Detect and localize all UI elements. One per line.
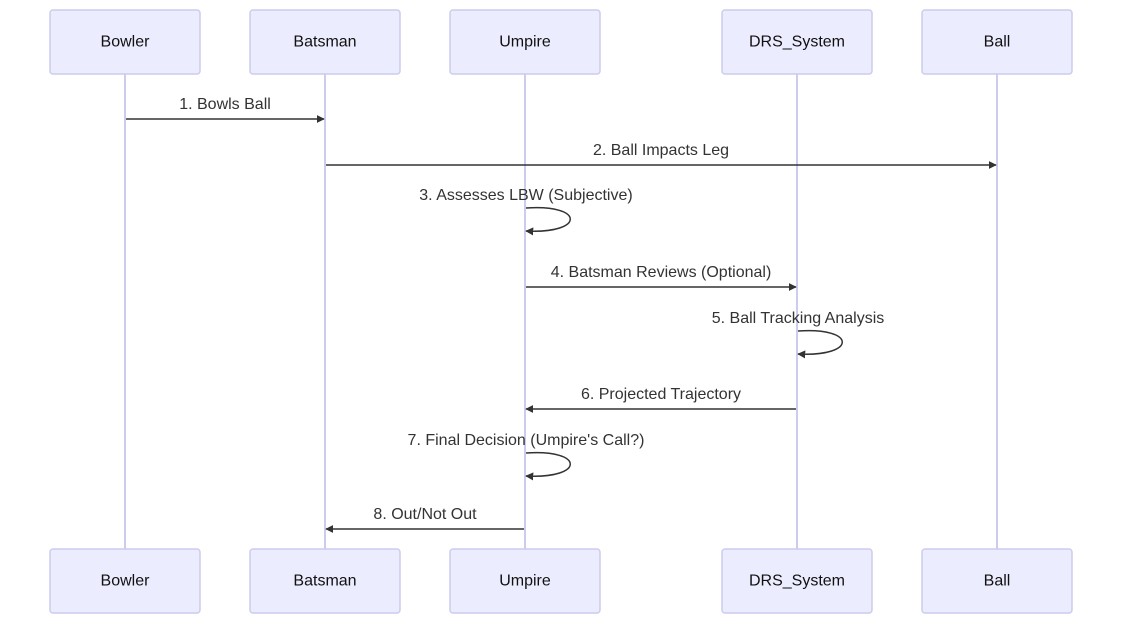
actor-box — [921, 548, 1073, 614]
message-4: 4. Batsman Reviews (Optional) — [526, 264, 797, 291]
actor-umpire-bottom: Umpire — [449, 548, 601, 614]
actor-label: Umpire — [499, 573, 551, 590]
actor-label: Bowler — [101, 573, 151, 590]
actor-box — [49, 548, 201, 614]
actor-box — [721, 548, 873, 614]
lifelines — [124, 74, 998, 549]
message-6: 6. Projected Trajectory — [525, 386, 796, 413]
actor-label: Ball — [984, 34, 1011, 51]
self-message-arrow — [525, 451, 571, 481]
actor-batsman-top: Batsman — [249, 9, 401, 75]
actor-drs-bottom: DRS_System — [721, 548, 873, 614]
actor-label: DRS_System — [749, 573, 845, 590]
actor-label: Batsman — [293, 34, 356, 51]
actor-box — [249, 9, 401, 75]
message-label: 7. Final Decision (Umpire's Call?) — [408, 432, 645, 449]
message-label: 8. Out/Not Out — [373, 506, 477, 523]
self-message-arrow — [797, 329, 843, 359]
message-2: 2. Ball Impacts Leg — [326, 142, 997, 169]
actor-box — [721, 9, 873, 75]
messages: 1. Bowls Ball 2. Ball Impacts Leg 3. Asses… — [126, 96, 997, 533]
actors-top: Bowler Batsman Umpire DRS_System Ball — [49, 9, 1073, 75]
actor-drs-top: DRS_System — [721, 9, 873, 75]
message-label: 3. Assesses LBW (Subjective) — [419, 187, 632, 204]
message-label: 1. Bowls Ball — [179, 96, 271, 113]
message-label: 2. Ball Impacts Leg — [593, 142, 729, 159]
actor-label: Ball — [984, 573, 1011, 590]
message-1: 1. Bowls Ball — [126, 96, 325, 123]
actor-label: Umpire — [499, 34, 551, 51]
message-3: 3. Assesses LBW (Subjective) — [419, 187, 633, 236]
actor-label: Batsman — [293, 573, 356, 590]
actors-bottom: Bowler Batsman Umpire DRS_System Ball — [49, 548, 1073, 614]
actor-box — [921, 9, 1073, 75]
actor-bowler-bottom: Bowler — [49, 548, 201, 614]
actor-batsman-bottom: Batsman — [249, 548, 401, 614]
actor-box — [449, 9, 601, 75]
message-7: 7. Final Decision (Umpire's Call?) — [408, 432, 645, 481]
actor-label: Bowler — [101, 34, 151, 51]
message-5: 5. Ball Tracking Analysis — [712, 310, 885, 359]
message-8: 8. Out/Not Out — [325, 506, 524, 533]
actor-bowler-top: Bowler — [49, 9, 201, 75]
self-message-arrow — [525, 206, 571, 236]
message-label: 5. Ball Tracking Analysis — [712, 310, 885, 327]
actor-box — [449, 548, 601, 614]
actor-label: DRS_System — [749, 34, 845, 51]
actor-ball-bottom: Ball — [921, 548, 1073, 614]
actor-box — [49, 9, 201, 75]
actor-ball-top: Ball — [921, 9, 1073, 75]
actor-box — [249, 548, 401, 614]
actor-umpire-top: Umpire — [449, 9, 601, 75]
message-label: 4. Batsman Reviews (Optional) — [551, 264, 772, 281]
message-label: 6. Projected Trajectory — [581, 386, 741, 403]
